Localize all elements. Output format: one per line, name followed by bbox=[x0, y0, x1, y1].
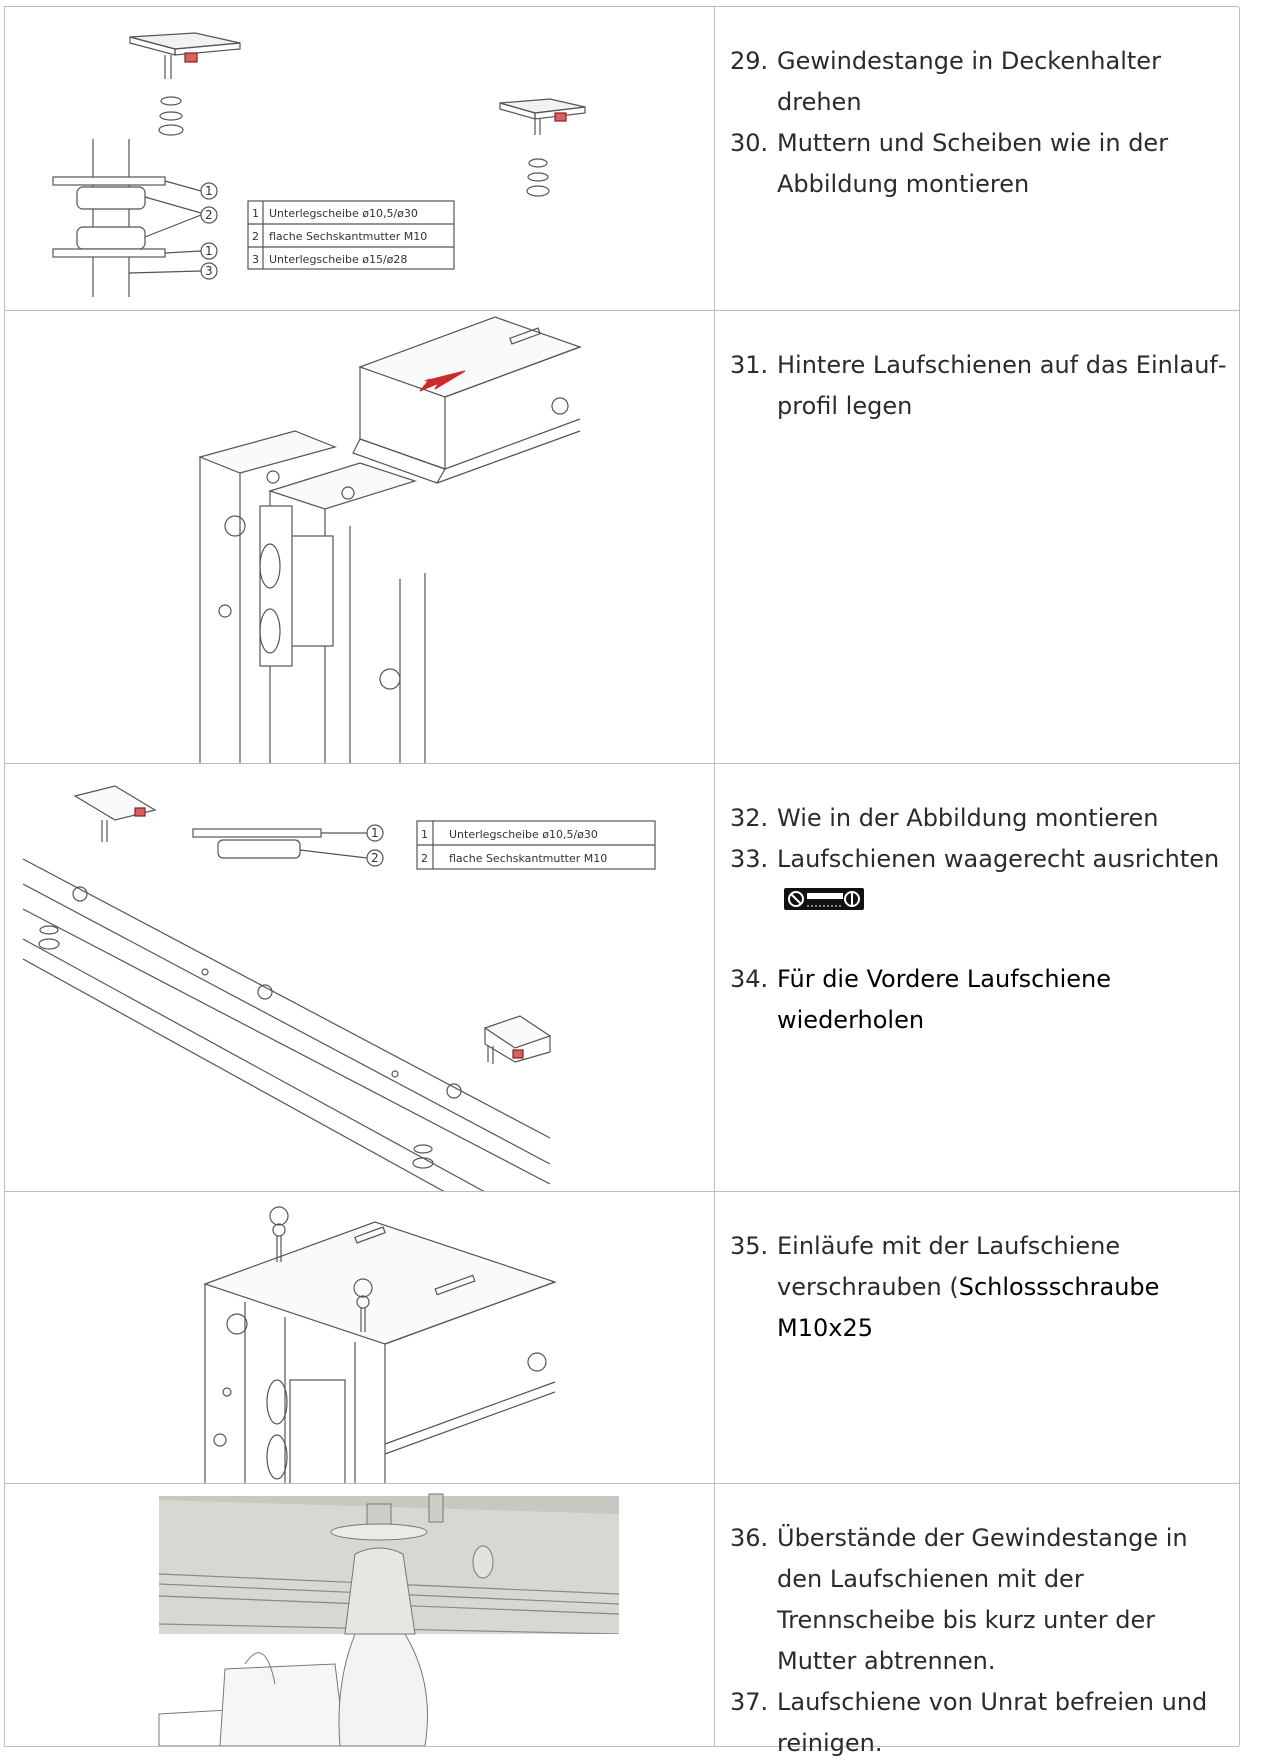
instructions-35: 35.Einläufe mit der Laufschiene verschra… bbox=[714, 1192, 1240, 1484]
cutting-rod-drawing bbox=[158, 1493, 620, 1746]
legend-label-1: Unterlegscheibe ø10,5/ø30 bbox=[449, 828, 598, 841]
step-35: 35.Einläufe mit der Laufschiene verschra… bbox=[730, 1232, 1160, 1342]
legend-num-2: 2 bbox=[421, 852, 428, 865]
figure-ceiling-bracket: 1 2 1 3 1 Unterlegscheibe ø10,5/ø30 2 fl… bbox=[4, 7, 715, 311]
legend-label-3: Unterlegscheibe ø15/ø28 bbox=[269, 253, 407, 266]
legend-num-1: 1 bbox=[252, 207, 259, 220]
screw-connection-drawing bbox=[203, 1206, 557, 1484]
legend-num-3: 3 bbox=[252, 253, 259, 266]
callout-1a: 1 bbox=[205, 184, 213, 198]
step-34: 34.Für die Vordere Laufschiene wiederho­… bbox=[730, 965, 1111, 1034]
legend-label-2: flache Sechskantmutter M10 bbox=[449, 852, 607, 865]
instructions-31: 31.Hintere Laufschienen auf das Einlauf­… bbox=[714, 311, 1240, 764]
step-29: 29.Gewindestange in Deckenhalter drehen bbox=[730, 47, 1161, 116]
rail-mounting-drawing: 1 2 1 Unterlegscheibe ø10,5/ø30 2 flache… bbox=[22, 785, 656, 1192]
ceiling-bracket-drawing: 1 2 1 3 1 Unterlegscheibe ø10,5/ø30 2 fl… bbox=[52, 32, 586, 297]
rail-profile-drawing bbox=[198, 316, 582, 764]
callout-2: 2 bbox=[371, 851, 379, 865]
legend-label-2: flache Sechskantmutter M10 bbox=[269, 230, 427, 243]
figure-cutting-rod bbox=[4, 1484, 715, 1746]
step-36: 36.Überstände der Gewindestange in den L… bbox=[730, 1524, 1188, 1675]
callout-1b: 1 bbox=[205, 244, 213, 258]
step-32: 32.Wie in der Abbildung montieren bbox=[730, 804, 1159, 832]
step-row-32-34: 1 2 1 Unterlegscheibe ø10,5/ø30 2 flache… bbox=[4, 763, 1240, 1192]
step-row-31: 31.Hintere Laufschienen auf das Einlauf­… bbox=[4, 310, 1240, 764]
callout-1: 1 bbox=[371, 826, 379, 840]
step-37: 37.Laufschiene von Unrat befreien und re… bbox=[730, 1688, 1208, 1757]
figure-screw-connection bbox=[4, 1192, 715, 1484]
legend-label-1: Unterlegscheibe ø10,5/ø30 bbox=[269, 207, 418, 220]
spirit-level-icon bbox=[784, 888, 864, 910]
figure-rail-mounting: 1 2 1 Unterlegscheibe ø10,5/ø30 2 flache… bbox=[4, 764, 715, 1192]
callout-2: 2 bbox=[205, 208, 213, 222]
step-30: 30.Muttern und Scheiben wie in der Abbil… bbox=[730, 129, 1169, 198]
legend-num-1: 1 bbox=[421, 828, 428, 841]
step-31: 31.Hintere Laufschienen auf das Einlauf­… bbox=[730, 351, 1227, 420]
instructions-36-37: 36.Überstände der Gewindestange in den L… bbox=[714, 1484, 1240, 1757]
step-row-36-37: 36.Überstände der Gewindestange in den L… bbox=[4, 1483, 1240, 1757]
step-row-29-30: 1 2 1 3 1 Unterlegscheibe ø10,5/ø30 2 fl… bbox=[4, 6, 1240, 311]
instructions-29-30: 29.Gewindestange in Deckenhalter drehen … bbox=[714, 7, 1240, 311]
legend-num-2: 2 bbox=[252, 230, 259, 243]
figure-rail-on-profile bbox=[4, 311, 715, 764]
callout-3: 3 bbox=[205, 264, 213, 278]
instructions-32-34: 32.Wie in der Abbildung montieren 33.Lau… bbox=[714, 764, 1240, 1192]
step-33: 33.Laufschienen waagerecht aus­richten bbox=[730, 839, 1230, 921]
step-row-35: 35.Einläufe mit der Laufschiene verschra… bbox=[4, 1191, 1240, 1484]
